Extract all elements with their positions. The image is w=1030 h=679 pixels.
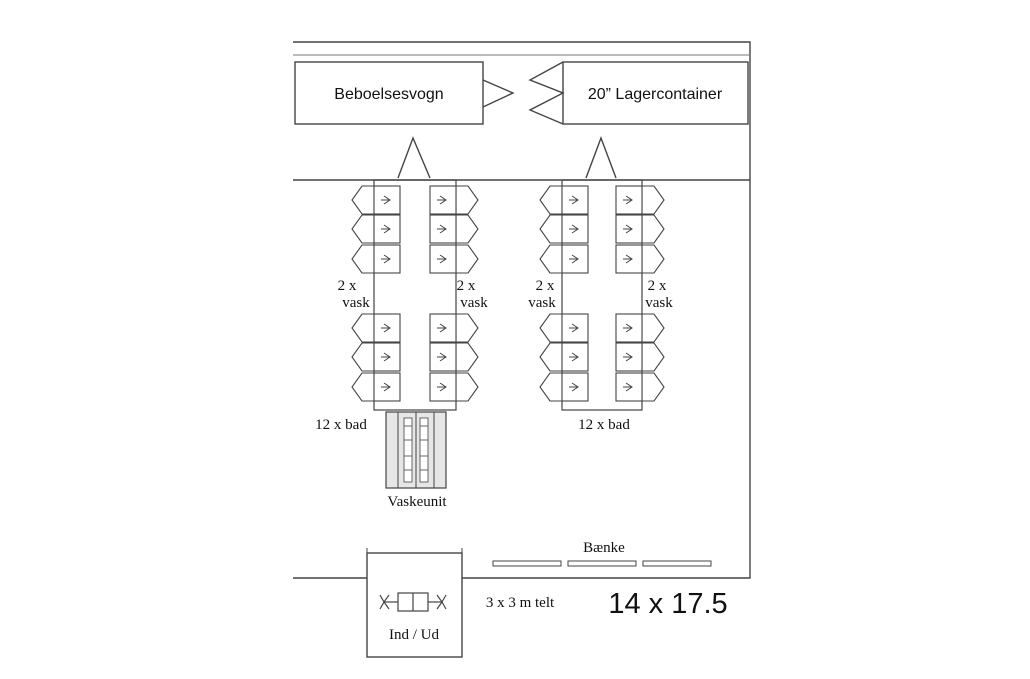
block-left-shower-stall-right-2 bbox=[429, 214, 479, 244]
block-left-shower-stall-left-4 bbox=[351, 313, 401, 343]
block-right-shower-stall-right-4 bbox=[615, 313, 665, 343]
block-right-shower-stall-right-5 bbox=[615, 342, 665, 372]
bath-label-left: 12 x bad bbox=[315, 417, 367, 433]
entrance-door-icon bbox=[379, 592, 447, 612]
block-left-frame bbox=[373, 179, 457, 411]
sink-label-right-b: vask bbox=[460, 295, 488, 311]
container-label: 20” Lagercontainer bbox=[588, 86, 723, 103]
site-boundary bbox=[293, 41, 751, 579]
site-dimensions: 14 x 17.5 bbox=[608, 588, 727, 620]
block-left-shower-stall-right-3 bbox=[429, 244, 479, 274]
shower-block-right bbox=[539, 179, 665, 411]
block-left-shower-stall-left-6 bbox=[351, 372, 401, 402]
block-right-shower-stall-left-6 bbox=[539, 372, 589, 402]
bench-1 bbox=[492, 560, 562, 567]
trailer-box bbox=[294, 61, 484, 125]
block-left-shower-stall-right-6 bbox=[429, 372, 479, 402]
sink2-label-left-b: vask bbox=[528, 295, 556, 311]
trailer-hitch bbox=[482, 79, 515, 108]
sink-label-right-a: 2 x bbox=[457, 278, 476, 294]
tent-label: 3 x 3 m telt bbox=[486, 595, 555, 611]
sink2-label-left-a: 2 x bbox=[536, 278, 555, 294]
block-left-shower-stall-left-2 bbox=[351, 214, 401, 244]
trailer-entry-arrow bbox=[397, 136, 431, 179]
bench-2 bbox=[567, 560, 637, 567]
block-left-shower-stall-right-4 bbox=[429, 313, 479, 343]
block-right-shower-stall-right-2 bbox=[615, 214, 665, 244]
trailer-label: Beboelsesvogn bbox=[334, 86, 443, 103]
block-right-frame bbox=[561, 179, 643, 411]
sink2-label-right-b: vask bbox=[645, 295, 673, 311]
benches bbox=[492, 560, 712, 567]
block-right-shower-stall-right-6 bbox=[615, 372, 665, 402]
shower-block-left bbox=[351, 179, 479, 411]
block-right-shower-stall-left-3 bbox=[539, 244, 589, 274]
entrance-label: Ind / Ud bbox=[389, 627, 439, 643]
block-right-shower-stall-right-1 bbox=[615, 185, 665, 215]
block-right-shower-stall-right-3 bbox=[615, 244, 665, 274]
sink-label-left-a: 2 x bbox=[338, 278, 357, 294]
sink-label-left-b: vask bbox=[342, 295, 370, 311]
block-left-shower-stall-left-1 bbox=[351, 185, 401, 215]
sink2-label-right-a: 2 x bbox=[648, 278, 667, 294]
block-right-shower-stall-left-1 bbox=[539, 185, 589, 215]
wash-unit bbox=[385, 411, 447, 489]
bench-3 bbox=[642, 560, 712, 567]
block-right-shower-stall-left-2 bbox=[539, 214, 589, 244]
container-entry-arrow bbox=[585, 136, 617, 179]
wash-unit-label: Vaskeunit bbox=[387, 494, 447, 510]
bath-label-right: 12 x bad bbox=[578, 417, 630, 433]
block-right-shower-stall-left-4 bbox=[539, 313, 589, 343]
container-door bbox=[528, 61, 565, 125]
block-left-shower-stall-right-5 bbox=[429, 342, 479, 372]
block-right-shower-stall-left-5 bbox=[539, 342, 589, 372]
benches-label: Bænke bbox=[583, 540, 625, 556]
block-left-shower-stall-right-1 bbox=[429, 185, 479, 215]
block-left-shower-stall-left-3 bbox=[351, 244, 401, 274]
block-left-shower-stall-left-5 bbox=[351, 342, 401, 372]
